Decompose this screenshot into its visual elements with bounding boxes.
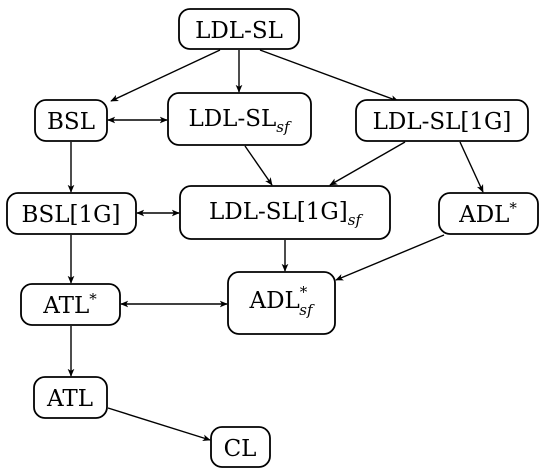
node-bsl: BSL <box>34 99 108 142</box>
edge-ldlsl1g-to-ldlsl1g_sf <box>329 141 406 186</box>
node-atl-star-label: ATL* <box>42 290 97 319</box>
node-adl-star-sf: ADL*sf <box>227 271 336 335</box>
node-ldl-sl-1g-sf: LDL-SL[1G]sf <box>179 185 391 240</box>
node-atl: ATL <box>33 376 108 419</box>
node-bsl-1g-label: BSL[1G] <box>22 202 121 228</box>
node-cl: CL <box>210 426 271 468</box>
edge-adlstar-to-adlstar_sf <box>335 234 445 281</box>
edge-ldlsl_sf-to-ldlsl1g_sf <box>244 145 273 186</box>
edge-ldlsl-to-bsl <box>110 49 221 102</box>
nodes-layer: LDL-SL BSL LDL-SLsf LDL-SL[1G] BSL[1G] L… <box>6 8 539 468</box>
node-atl-label: ATL <box>46 386 93 412</box>
edges-layer <box>67 49 484 442</box>
node-bsl-label: BSL <box>47 109 95 135</box>
node-ldl-sl: LDL-SL <box>178 8 300 50</box>
node-adl-star: ADL* <box>438 192 539 235</box>
node-ldl-sl-sf: LDL-SLsf <box>167 92 312 146</box>
node-adl-star-sf-label: ADL*sf <box>248 283 315 319</box>
node-adl-star-label: ADL* <box>458 199 517 228</box>
edge-ldlsl1g-to-adlstar <box>459 141 484 193</box>
node-ldl-sl-sf-label: LDL-SLsf <box>188 106 291 136</box>
node-ldl-sl-1g: LDL-SL[1G] <box>355 99 529 142</box>
node-ldl-sl-1g-sf-label: LDL-SL[1G]sf <box>209 199 363 229</box>
edge-atl-to-cl <box>107 407 211 442</box>
node-ldl-sl-1g-label: LDL-SL[1G] <box>373 109 512 135</box>
node-bsl-1g: BSL[1G] <box>6 192 137 235</box>
node-cl-label: CL <box>224 436 257 462</box>
node-ldl-sl-label: LDL-SL <box>195 18 283 44</box>
edge-ldlsl-to-ldlsl1g <box>259 49 399 102</box>
node-atl-star: ATL* <box>20 283 121 326</box>
